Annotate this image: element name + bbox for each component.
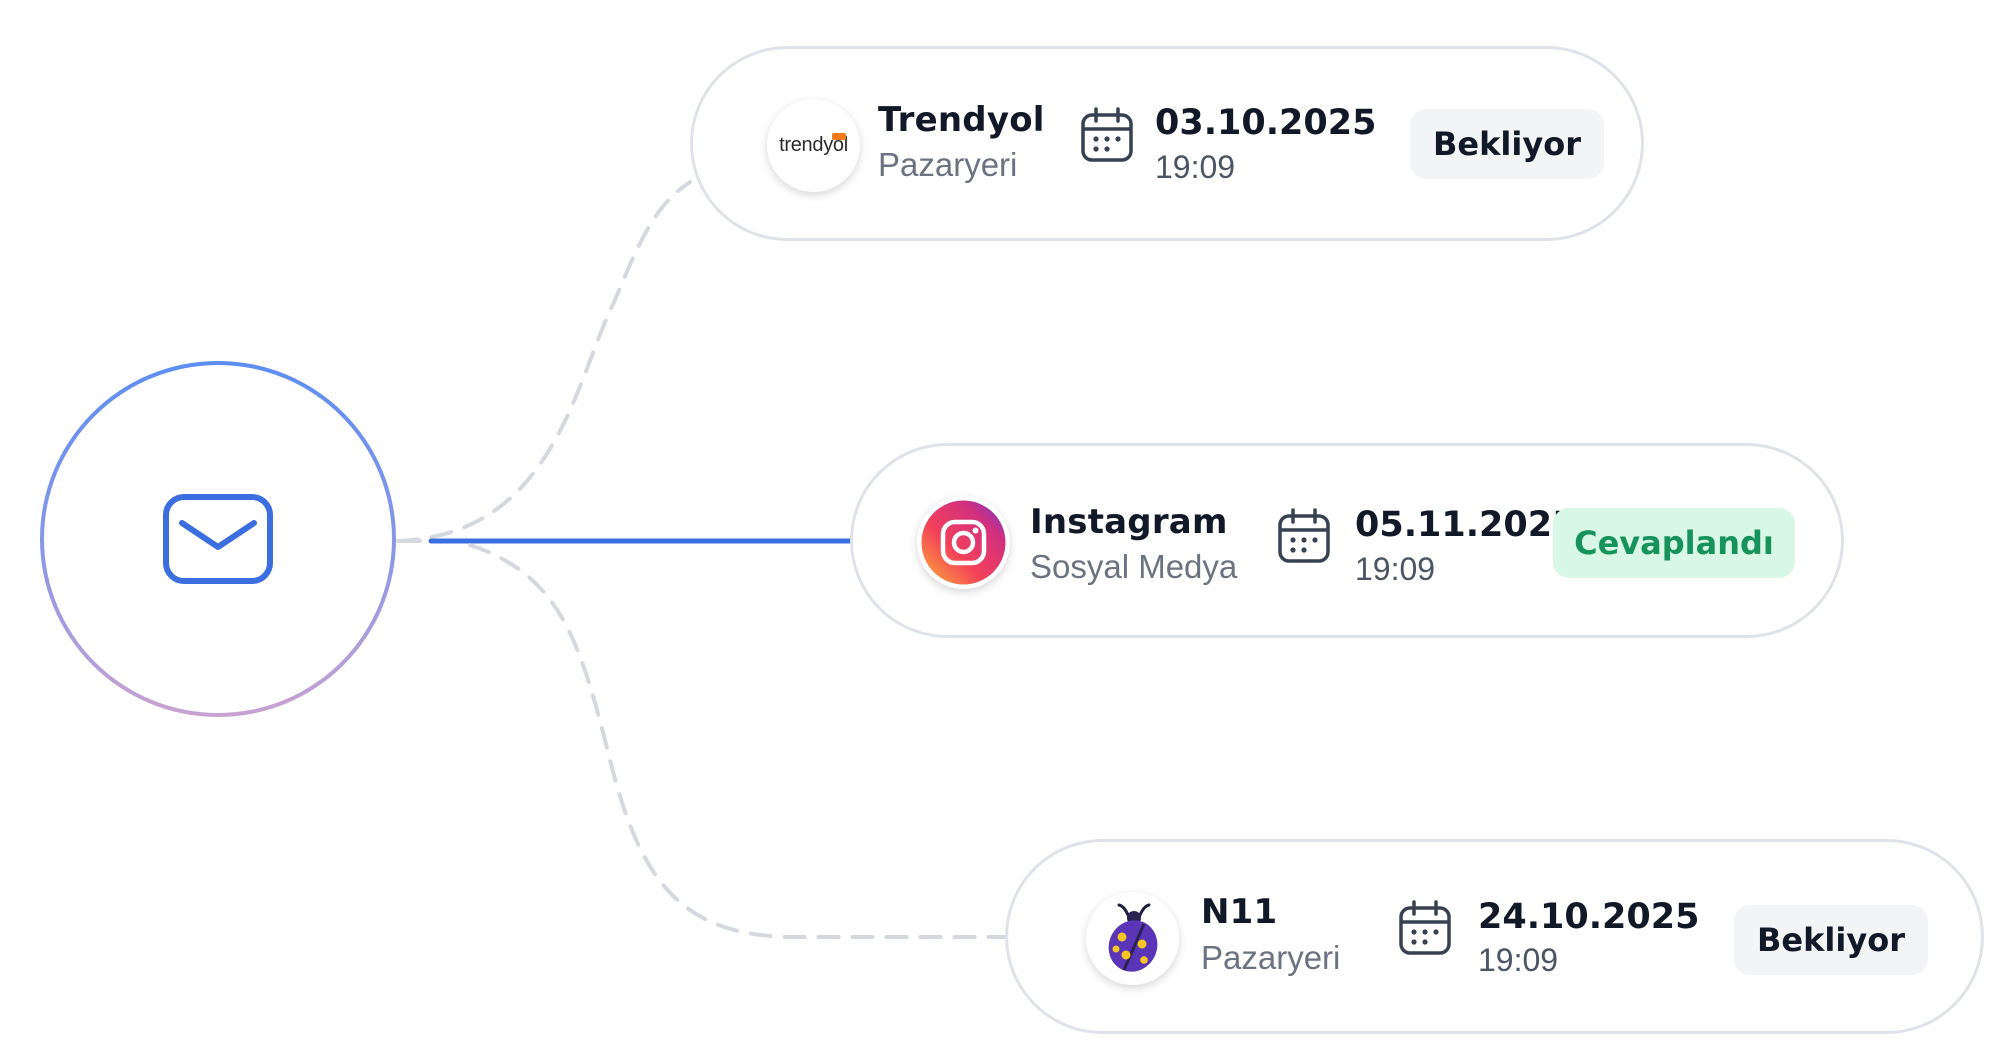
channel-category: Pazaryeri (878, 146, 1018, 183)
calendar-icon (1399, 900, 1451, 955)
channel-time: 19:09 (1155, 149, 1236, 185)
channel-category: Pazaryeri (1201, 939, 1341, 976)
n11-ladybug-icon (1108, 903, 1158, 972)
channel-name: N11 (1201, 892, 1278, 932)
calendar-icon (1081, 107, 1133, 162)
channel-date: 05.11.2025 (1355, 505, 1577, 545)
channel-card-n11[interactable]: N11 Pazaryeri 24.10.2025 19:09 Bekliyor (1005, 839, 1984, 1034)
message-hub-inner (44, 365, 392, 713)
trendyol-logo: trendyol (767, 99, 860, 192)
status-badge: Bekliyor (1734, 905, 1928, 975)
channel-date: 24.10.2025 (1478, 897, 1700, 937)
instagram-icon (921, 500, 1006, 585)
channel-time: 19:09 (1478, 942, 1559, 978)
channel-date: 03.10.2025 (1155, 103, 1377, 143)
channel-name: Instagram (1030, 502, 1228, 542)
calendar-icon (1278, 508, 1330, 563)
connector-n11 (468, 543, 1007, 939)
channel-card-instagram[interactable]: Instagram Sosyal Medya 05.11.2025 19:09 … (850, 443, 1844, 638)
channel-time: 19:09 (1355, 551, 1436, 587)
status-badge: Bekliyor (1410, 109, 1604, 179)
channel-card-trendyol[interactable]: trendyol Trendyol Pazaryeri 03.10.2025 1… (690, 46, 1644, 241)
trendyol-logo-accent (832, 133, 846, 140)
channel-category: Sosyal Medya (1030, 548, 1238, 585)
status-badge: Cevaplandı (1553, 508, 1795, 578)
instagram-logo (917, 496, 1010, 589)
connector-trendyol (396, 180, 692, 543)
envelope-icon (163, 494, 273, 584)
n11-logo (1086, 892, 1179, 985)
channel-name: Trendyol (878, 100, 1045, 140)
trendyol-logo-text: trendyol (779, 134, 848, 156)
message-hub (40, 361, 396, 717)
